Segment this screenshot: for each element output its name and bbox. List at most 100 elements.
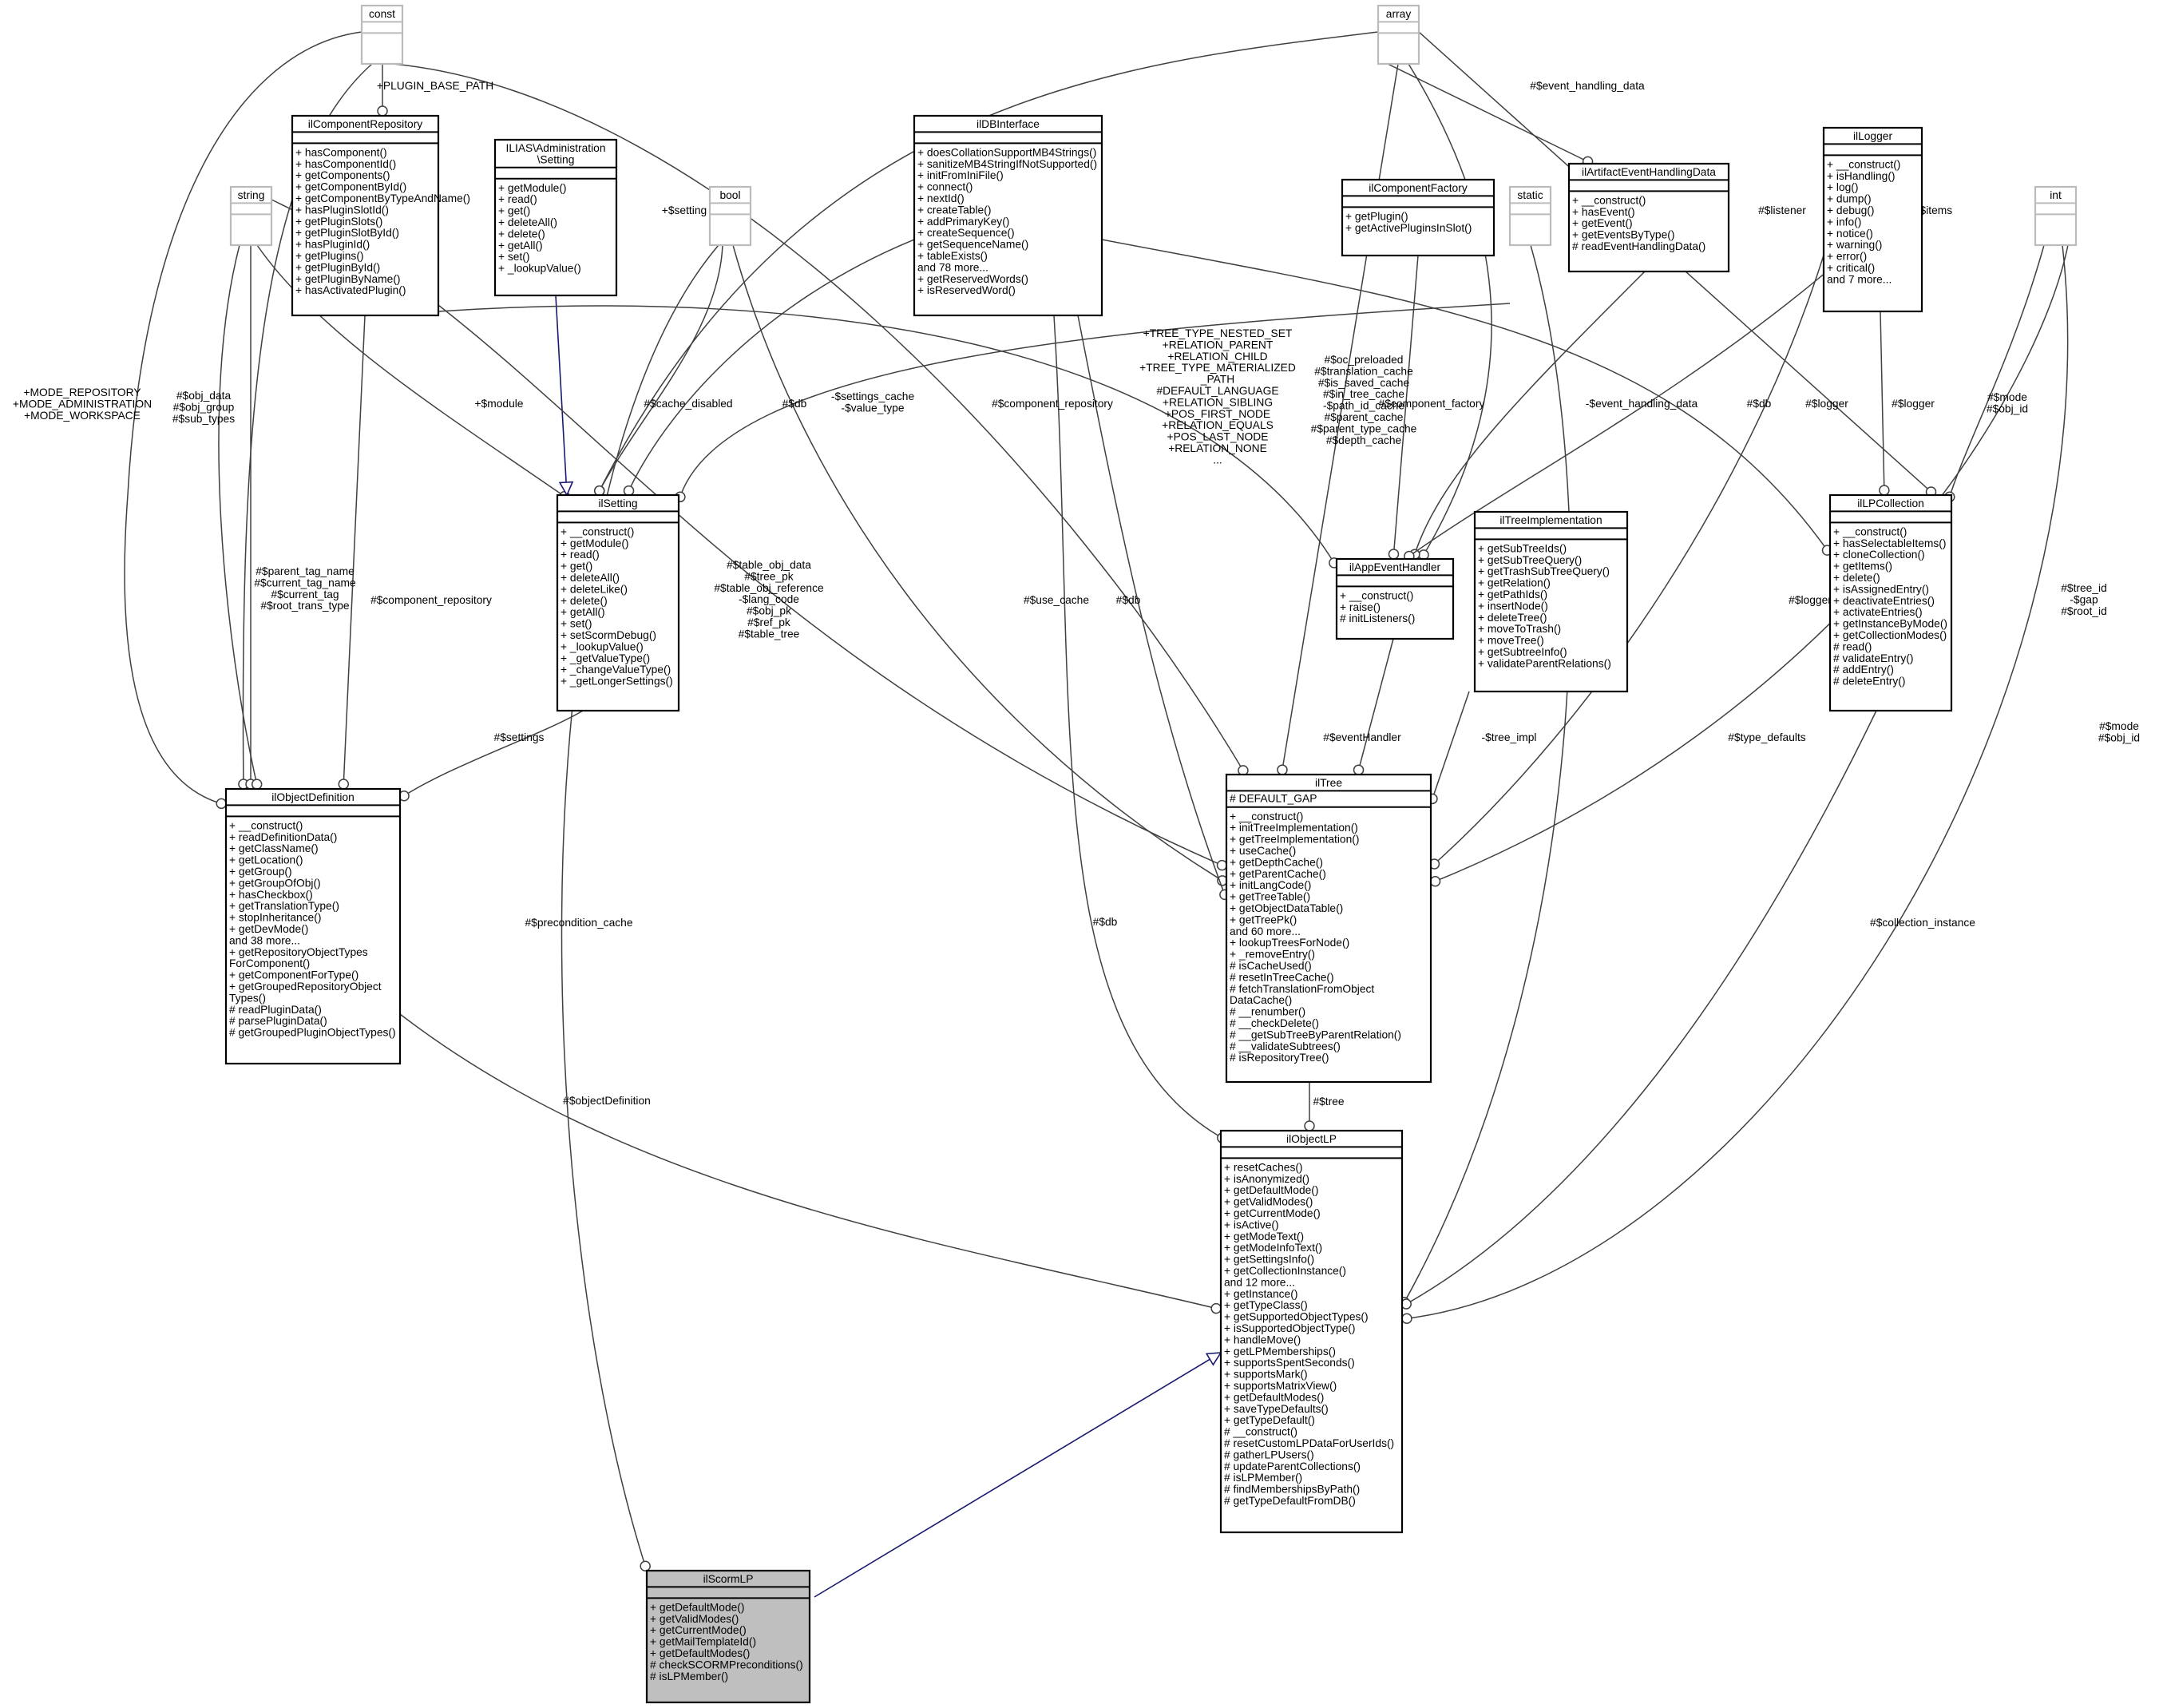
class-name: ilObjectLP <box>1286 1133 1337 1145</box>
class-method: + getAll() <box>498 240 543 252</box>
class-method: + getSequenceName() <box>917 239 1028 251</box>
class-method: # __construct() <box>1224 1426 1297 1438</box>
inheritance-arrowhead <box>558 481 574 497</box>
class-box-frame <box>1473 510 1629 693</box>
class-box-ilArtifactEventHandlingData: ilArtifactEventHandlingData+ __construct… <box>1567 162 1730 273</box>
association-line <box>377 64 388 117</box>
edge-label-obj-data: #$obj_data#$obj_group#$sub_types <box>172 390 235 425</box>
association-line <box>218 244 263 790</box>
class-method: + cloneCollection() <box>1833 549 1925 561</box>
class-method: + getSubTreeQuery() <box>1478 554 1582 566</box>
class-name: array <box>1386 8 1412 20</box>
association-path <box>1387 63 1593 164</box>
class-method: + getReservedWords() <box>917 273 1028 285</box>
class-method: # resetInTreeCache() <box>1230 971 1334 983</box>
class-box-ilLPCollection: ilLPCollection+ __construct()+ hasSelect… <box>1828 493 1953 712</box>
edge-label-line: #$tree_pk <box>744 570 793 582</box>
aggregation-end <box>623 485 635 497</box>
edge-label-component-repo-1: #$component_repository <box>992 398 1113 410</box>
class-method: + resetCaches() <box>1224 1161 1303 1173</box>
edge-label-line: #$root_trans_type <box>260 600 350 612</box>
class-box-ilAppEventHandler: ilAppEventHandler+ __construct()+ raise(… <box>1335 557 1455 640</box>
edge-label-table-obj-data: #$table_obj_data#$tree_pk#$table_obj_ref… <box>714 559 824 640</box>
class-method: + getDevMode() <box>229 923 308 935</box>
class-method: + raise() <box>1340 601 1381 613</box>
class-method: + getGroupOfObj() <box>229 877 321 889</box>
edge-label-line: +TREE_TYPE_NESTED_SET <box>1143 327 1293 339</box>
edge-label-type-defaults: #$type_defaults <box>1728 731 1806 743</box>
edge-label-line: #$table_obj_reference <box>714 582 824 594</box>
class-attribute: # DEFAULT_GAP <box>1230 792 1317 804</box>
class-method: + dump() <box>1827 193 1872 205</box>
edge-label-line: #$current_tag <box>271 588 339 600</box>
class-method: + getModule() <box>561 537 629 549</box>
class-name: ilScormLP <box>703 1573 754 1585</box>
class-method: + tableExists() <box>917 250 988 262</box>
class-box-frame <box>1335 557 1455 640</box>
class-method: + sanitizeMB4StringIfNotSupported() <box>917 158 1097 170</box>
aggregation-end <box>1216 859 1228 871</box>
edge-labels: +PLUGIN_BASE_PATH+MODE_REPOSITORY+MODE_A… <box>13 80 2140 1108</box>
class-box-int: int <box>2034 185 2078 247</box>
class-method: + hasComponent() <box>295 146 387 158</box>
class-method: + deleteLike() <box>561 583 628 595</box>
edge-label-line: #$use_cache <box>1024 594 1089 606</box>
class-method: + get() <box>561 561 592 573</box>
edge-label-line: +MODE_ADMINISTRATION <box>13 398 152 410</box>
edge-label-line: #$sub_types <box>172 413 235 425</box>
edge-label-line: #$objectDefinition <box>563 1095 651 1107</box>
class-method: + __construct() <box>1230 810 1303 822</box>
edge-label-line: #$items <box>1914 204 1952 216</box>
edge-label-line: #$component_factory <box>1379 398 1485 410</box>
edge-label-line: #$listener <box>1758 204 1806 216</box>
edge-label-line: #$in_tree_cache <box>1323 388 1404 400</box>
class-box-frame <box>291 114 440 317</box>
edge-label-line: #$logger <box>1805 398 1848 410</box>
association-path <box>1412 271 1646 560</box>
edge-label-collection-logger: #$logger <box>1892 398 1935 410</box>
aggregation-end <box>1304 1120 1315 1131</box>
class-method: + getLPMemberships() <box>1224 1345 1336 1357</box>
edge-label-line: _PATH <box>1200 374 1234 386</box>
class-box-frame <box>224 787 402 1065</box>
class-method: + getSubTreeIds() <box>1478 542 1567 554</box>
class-box-frame <box>1219 1129 1404 1534</box>
class-method: + getDefaultMode() <box>650 1601 745 1613</box>
edge-label-collection-instance: #$collection_instance <box>1870 917 1975 929</box>
association-path <box>343 315 366 790</box>
class-name: ilArtifactEventHandlingData <box>1582 166 1716 178</box>
class-method: + getTreePk() <box>1230 913 1297 925</box>
aggregation-end <box>640 1560 651 1572</box>
class-method: and 12 more... <box>1224 1276 1295 1288</box>
class-method: + getValidModes() <box>1224 1196 1313 1208</box>
class-box-ilObjectDefinition: ilObjectDefinition+ __construct()+ readD… <box>224 787 402 1065</box>
class-method: + setScormDebug() <box>561 629 656 641</box>
edge-label-settings-cache: -$settings_cache-$value_type <box>831 390 915 414</box>
edge-label-line: +$setting <box>662 204 707 216</box>
aggregation-end <box>593 485 605 497</box>
class-method: + getModule() <box>498 182 567 194</box>
edge-label-line: #$translation_cache <box>1314 365 1413 377</box>
edge-label-line: #$precondition_cache <box>525 917 632 929</box>
class-method: + __construct() <box>229 819 303 831</box>
edge-label-line: +POS_FIRST_NODE <box>1165 408 1270 420</box>
class-method: and 78 more... <box>917 261 988 273</box>
edge-label-line: #$db <box>1116 594 1141 606</box>
class-method: + getPluginSlots() <box>295 216 382 228</box>
inheritance-arrow <box>555 295 574 497</box>
class-method: + getPluginSlotById() <box>295 227 399 239</box>
class-method: + validateParentRelations() <box>1478 657 1611 669</box>
edge-label-line: +RELATION_CHILD <box>1167 351 1267 363</box>
class-method: + nextId() <box>917 192 965 204</box>
association-path <box>124 31 362 806</box>
edge-label-line: #$obj_data <box>176 390 232 402</box>
class-method: + delete() <box>498 228 545 240</box>
class-method: + initLangCode() <box>1230 879 1311 891</box>
edge-label-line: #$parent_type_cache <box>1311 422 1417 434</box>
class-method: + initFromIniFile() <box>917 169 1004 181</box>
class-method: + getInstance() <box>1224 1288 1297 1300</box>
class-method: + useCache() <box>1230 845 1296 857</box>
edge-label-plugin-base-path: +PLUGIN_BASE_PATH <box>377 80 493 92</box>
edge-label-tree-impl: -$tree_impl <box>1481 731 1536 743</box>
class-method: + getModeText() <box>1224 1230 1304 1242</box>
